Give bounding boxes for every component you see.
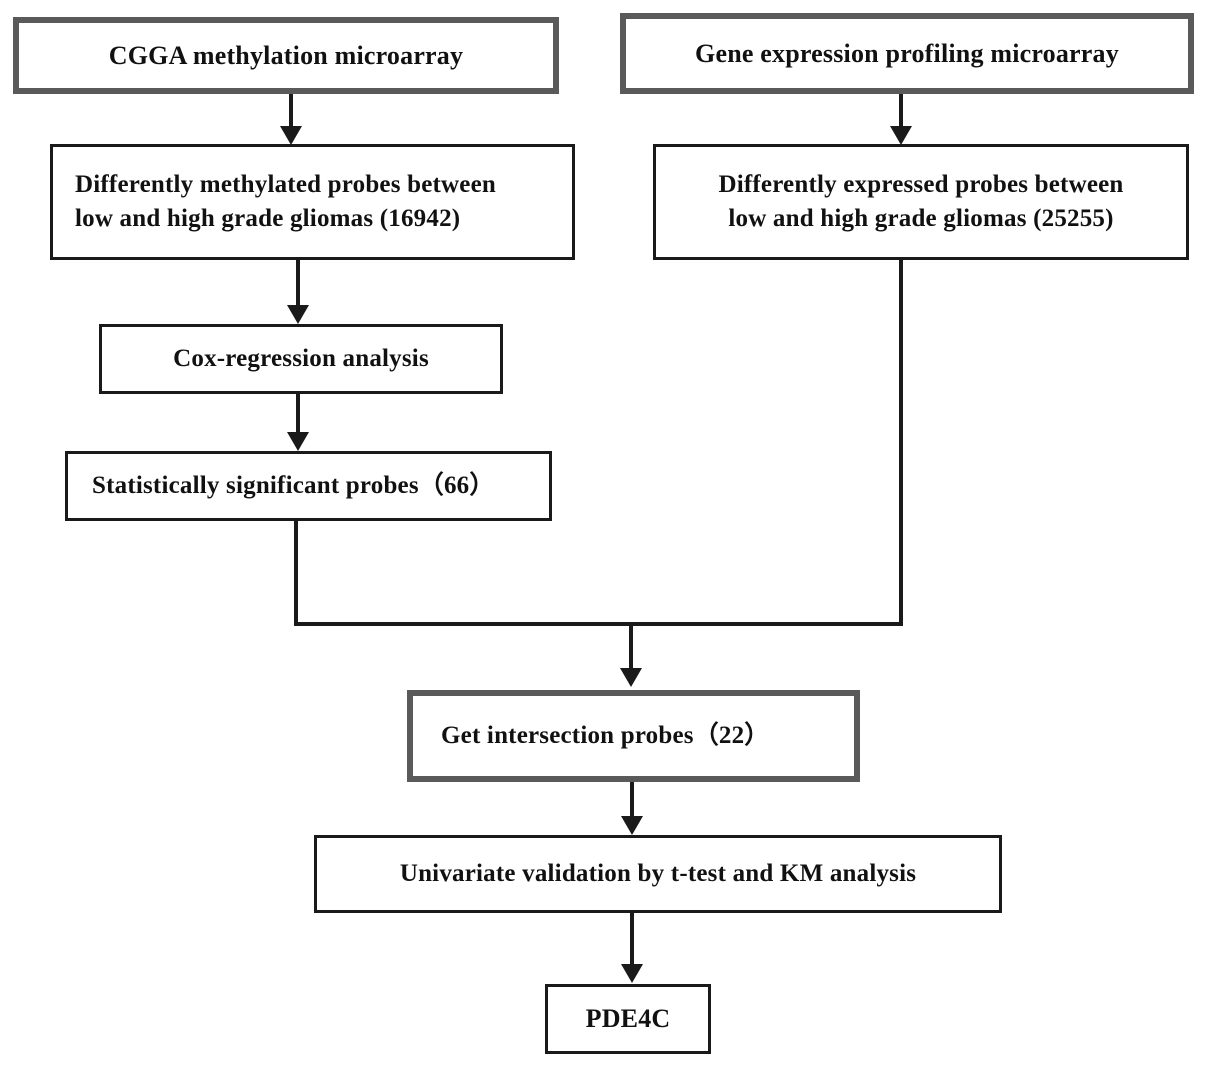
node-label: CGGA methylation microarray <box>108 40 464 70</box>
edge-expressed-to-merge-line <box>899 260 903 626</box>
edge-univariate-to-pde4c-arrowhead <box>621 964 643 983</box>
edge-methylated-to-cox-arrowhead <box>287 305 309 324</box>
edge-gene-to-expressed-arrowhead <box>890 126 912 145</box>
node-label-line1: Differently expressed probes between <box>718 170 1124 198</box>
node-label: Get intersection probes（22） <box>441 721 770 749</box>
node-cox-regression-analysis[interactable]: Cox-regression analysis <box>99 324 503 394</box>
edge-univariate-to-pde4c-line <box>630 913 634 967</box>
node-label: Gene expression profiling microarray <box>695 38 1119 68</box>
node-label: Univariate validation by t-test and KM a… <box>399 859 917 887</box>
edge-intersection-to-univariate-line <box>630 782 634 820</box>
node-methylated-probes[interactable]: Differently methylated probes between lo… <box>50 144 575 260</box>
node-label-line1: Differently methylated probes between <box>75 170 496 198</box>
edge-merge-to-intersection-line <box>629 622 633 672</box>
edge-cgga-to-methylated-arrowhead <box>280 126 302 145</box>
node-label: Cox-regression analysis <box>173 344 429 372</box>
node-expressed-probes[interactable]: Differently expressed probes between low… <box>653 144 1189 260</box>
node-label: PDE4C <box>585 1004 671 1034</box>
edge-gene-to-expressed-line <box>899 93 903 131</box>
node-significant-probes[interactable]: Statistically significant probes（66） <box>65 451 552 521</box>
edge-cox-to-significant-line <box>296 394 300 435</box>
node-label: Statistically significant probes（66） <box>92 471 495 499</box>
node-pde4c[interactable]: PDE4C <box>545 984 711 1054</box>
edge-intersection-to-univariate-arrowhead <box>621 816 643 835</box>
edge-merge-to-intersection-arrowhead <box>620 668 642 687</box>
node-label-line2: low and high grade gliomas (25255) <box>728 205 1114 232</box>
node-univariate-validation[interactable]: Univariate validation by t-test and KM a… <box>314 835 1002 913</box>
merge-junction-bus <box>294 622 903 626</box>
node-label-line2: low and high grade gliomas (16942) <box>75 205 461 232</box>
edge-cox-to-significant-arrowhead <box>287 432 309 451</box>
edge-cgga-to-methylated-line <box>289 93 293 131</box>
node-gene-expression-microarray[interactable]: Gene expression profiling microarray <box>620 13 1194 94</box>
node-intersection-probes[interactable]: Get intersection probes（22） <box>407 690 860 782</box>
edge-significant-to-merge-line <box>294 521 298 626</box>
node-cgga-methylation-microarray[interactable]: CGGA methylation microarray <box>13 17 559 94</box>
edge-methylated-to-cox-line <box>296 259 300 307</box>
node-label: Differently methylated probes between lo… <box>75 168 550 237</box>
node-label: Differently expressed probes between low… <box>672 168 1170 237</box>
